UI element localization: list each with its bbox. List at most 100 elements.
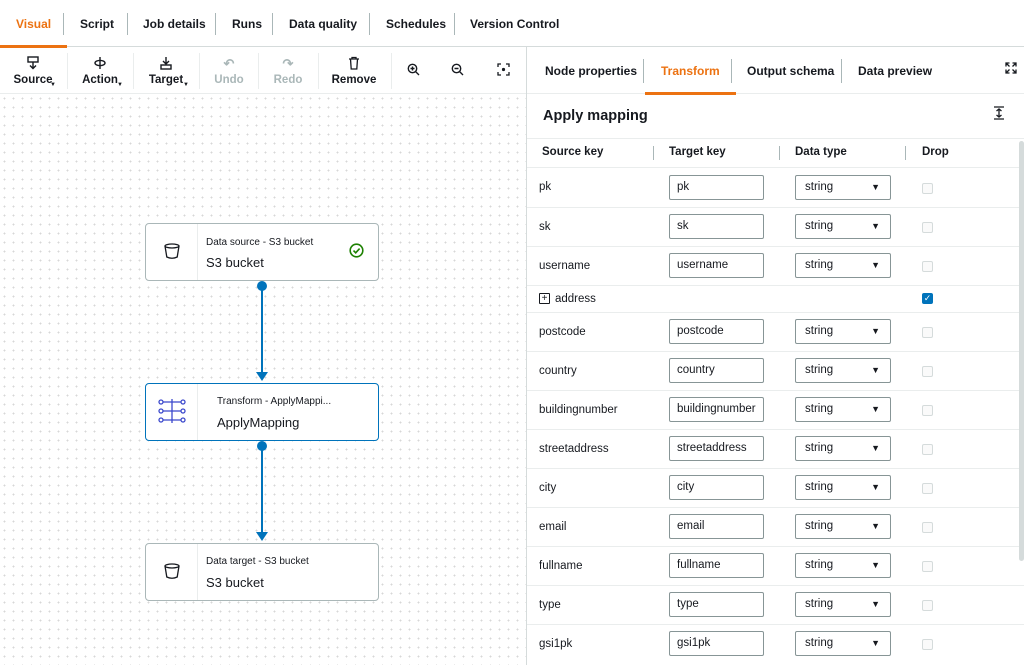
tab-version-control[interactable]: Version Control: [470, 16, 560, 31]
table-row: streetaddress streetaddress string▼: [527, 430, 1024, 469]
toolbar-separator: [258, 53, 259, 89]
target-key-input[interactable]: buildingnumber: [669, 397, 764, 422]
drop-checkbox[interactable]: [922, 327, 933, 338]
target-icon: [159, 56, 173, 72]
node-title: S3 bucket: [206, 255, 264, 270]
target-key-input[interactable]: streetaddress: [669, 436, 764, 461]
drop-checkbox[interactable]: [922, 261, 933, 272]
drop-checkbox[interactable]: [922, 522, 933, 533]
edge-transform-to-target: [261, 446, 263, 532]
node-data-source[interactable]: Data source - S3 bucket S3 bucket: [145, 223, 379, 281]
toolbar-separator: [199, 53, 200, 89]
tab-output-schema[interactable]: Output schema: [747, 63, 835, 78]
panel-scrollbar[interactable]: [1019, 141, 1024, 561]
data-type-select[interactable]: string▼: [795, 214, 891, 239]
zoom-in-button[interactable]: [404, 47, 422, 94]
target-key-input[interactable]: gsi1pk: [669, 631, 764, 656]
drop-checkbox[interactable]: ✓: [922, 293, 933, 304]
node-icon-box: [146, 544, 198, 600]
data-type-select[interactable]: string▼: [795, 397, 891, 422]
tab-runs[interactable]: Runs: [232, 16, 262, 31]
node-title: ApplyMapping: [217, 415, 300, 430]
drop-checkbox[interactable]: [922, 483, 933, 494]
undo-button[interactable]: ↶ Undo: [214, 55, 244, 86]
column-source-key: Source key: [542, 146, 604, 158]
drop-checkbox[interactable]: [922, 183, 933, 194]
expand-plus-icon[interactable]: +: [539, 293, 550, 304]
drop-checkbox[interactable]: [922, 444, 933, 455]
data-type-select[interactable]: string▼: [795, 319, 891, 344]
source-button[interactable]: Source ▼: [14, 47, 56, 94]
table-row: postcode postcode string▼: [527, 313, 1024, 352]
visual-canvas[interactable]: Data source - S3 bucket S3 bucket Transf…: [0, 94, 526, 665]
data-type-select[interactable]: string▼: [795, 514, 891, 539]
table-row: + address ✓: [527, 286, 1024, 313]
expand-icon[interactable]: [1005, 62, 1017, 77]
arrow-head-icon: [256, 532, 268, 541]
node-icon-box: [146, 384, 198, 440]
target-key-input[interactable]: country: [669, 358, 764, 383]
fit-view-button[interactable]: [494, 47, 512, 94]
canvas-toolbar: Source ▼ Action ▼ Target ▼ ↶ Undo ↷ Redo…: [0, 47, 526, 94]
drop-checkbox[interactable]: [922, 366, 933, 377]
tab-data-quality[interactable]: Data quality: [289, 16, 358, 31]
node-title: S3 bucket: [206, 575, 264, 590]
dropdown-arrow-icon: ▼: [871, 326, 880, 336]
caret-down-icon: ▼: [183, 82, 189, 88]
tab-script[interactable]: Script: [80, 16, 115, 31]
trash-icon: [348, 56, 360, 72]
table-row: pk pk string▼: [527, 168, 1024, 208]
table-row: gsi1pk gsi1pk string▼: [527, 625, 1024, 665]
tab-visual[interactable]: Visual: [0, 0, 68, 48]
node-transform[interactable]: Transform - ApplyMappi... ApplyMapping: [145, 383, 379, 441]
source-key: fullname: [539, 560, 583, 572]
data-type-select[interactable]: string▼: [795, 253, 891, 278]
edge-source-to-transform: [261, 286, 263, 372]
success-check-icon: [349, 243, 364, 261]
data-type-select[interactable]: string▼: [795, 592, 891, 617]
target-key-input[interactable]: username: [669, 253, 764, 278]
target-button[interactable]: Target ▼: [149, 47, 189, 94]
node-data-target[interactable]: Data target - S3 bucket S3 bucket: [145, 543, 379, 601]
drop-checkbox[interactable]: [922, 405, 933, 416]
redo-button[interactable]: ↷ Redo: [273, 55, 303, 86]
target-key-input[interactable]: email: [669, 514, 764, 539]
zoom-out-button[interactable]: [448, 47, 466, 94]
target-key-input[interactable]: sk: [669, 214, 764, 239]
target-key-input[interactable]: city: [669, 475, 764, 500]
data-type-select[interactable]: string▼: [795, 436, 891, 461]
drop-checkbox[interactable]: [922, 600, 933, 611]
toolbar-separator: [391, 53, 392, 89]
tab-job-details[interactable]: Job details: [143, 16, 206, 31]
tab-transform[interactable]: Transform: [645, 47, 736, 95]
data-type-select[interactable]: string▼: [795, 553, 891, 578]
drop-checkbox[interactable]: [922, 639, 933, 650]
target-key-input[interactable]: pk: [669, 175, 764, 200]
remove-button[interactable]: Remove: [332, 47, 376, 94]
tab-data-preview[interactable]: Data preview: [858, 63, 933, 78]
data-type-select[interactable]: string▼: [795, 631, 891, 656]
action-icon: [93, 56, 107, 72]
target-key-input[interactable]: type: [669, 592, 764, 617]
data-type-value: string: [805, 637, 834, 649]
zoom-in-icon: [407, 63, 420, 79]
action-button[interactable]: Action ▼: [82, 47, 123, 94]
tab-node-properties[interactable]: Node properties: [545, 63, 638, 78]
tab-schedules[interactable]: Schedules: [386, 16, 447, 31]
table-row: type type string▼: [527, 586, 1024, 625]
data-type-value: string: [805, 259, 834, 271]
drop-checkbox[interactable]: [922, 561, 933, 572]
column-data-type: Data type: [795, 146, 847, 158]
drop-checkbox[interactable]: [922, 222, 933, 233]
dropdown-arrow-icon: ▼: [871, 521, 880, 531]
collapse-icon[interactable]: [993, 106, 1005, 123]
table-row: username username string▼: [527, 247, 1024, 286]
top-tabs: Visual Script Job details Runs Data qual…: [0, 0, 1024, 48]
target-key-input[interactable]: fullname: [669, 553, 764, 578]
target-key-input[interactable]: postcode: [669, 319, 764, 344]
data-type-select[interactable]: string▼: [795, 175, 891, 200]
dropdown-arrow-icon: ▼: [871, 365, 880, 375]
node-subtitle: Transform - ApplyMappi...: [217, 396, 332, 407]
data-type-select[interactable]: string▼: [795, 358, 891, 383]
data-type-select[interactable]: string▼: [795, 475, 891, 500]
